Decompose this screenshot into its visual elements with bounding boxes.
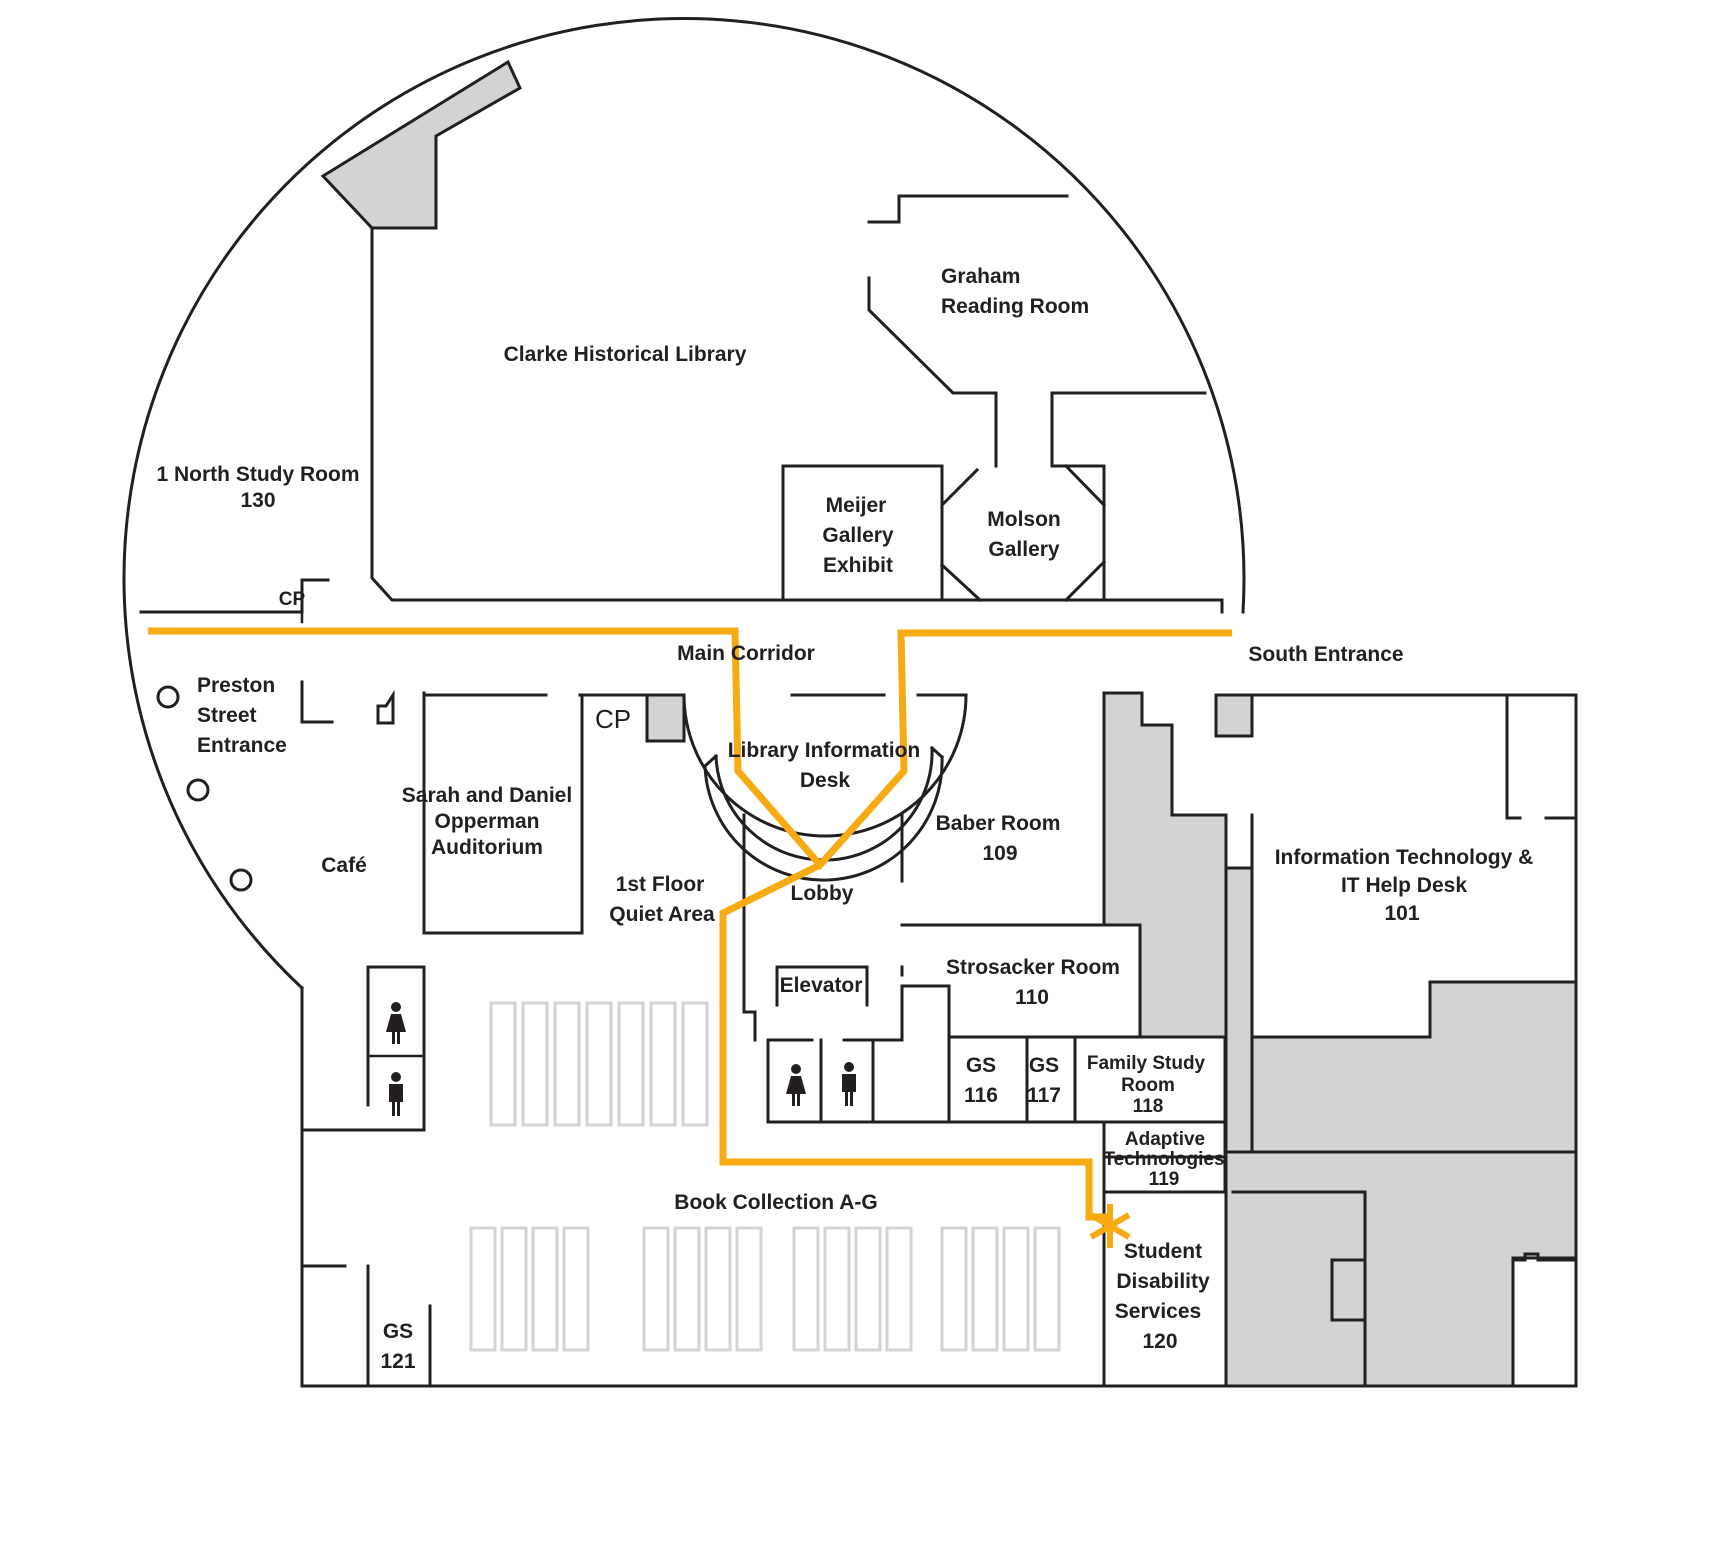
label-quiet-1: 1st Floor [616,873,705,896]
woman-restroom-icon [386,1002,406,1044]
label-sds-2: Disability [1116,1270,1210,1293]
walls [122,17,1578,1388]
label-strosacker-1: Strosacker Room [946,956,1120,979]
label-molson-1: Molson [987,508,1061,531]
label-cp-south: CP [595,704,631,734]
label-strosacker-2: 110 [1015,986,1049,1009]
asterisk-destination-icon [1089,1204,1131,1248]
label-gs117-1: GS [1029,1054,1059,1077]
label-graham-2: Reading Room [941,295,1089,318]
label-preston-3: Entrance [197,734,287,757]
label-sds-4: 120 [1142,1330,1177,1353]
label-molson-2: Gallery [988,538,1060,561]
label-north-study-1: 1 North Study Room [157,463,360,486]
label-family-1: Family Study [1087,1053,1206,1074]
label-clarke: Clarke Historical Library [504,343,747,366]
label-meijer-3: Exhibit [823,554,893,577]
label-opperman-3: Auditorium [431,836,543,859]
label-family-2: Room [1121,1075,1175,1096]
label-baber-2: 109 [982,842,1017,865]
label-cafe: Café [321,854,367,877]
label-gs121-2: 121 [380,1350,415,1373]
label-gs117-2: 117 [1027,1084,1061,1107]
label-elevator: Elevator [780,974,863,997]
label-adaptive-3: 119 [1149,1169,1180,1190]
label-north-study-2: 130 [240,489,275,512]
label-adaptive-2: Technologies [1103,1149,1224,1170]
preston-entrance-markers [156,685,253,892]
woman-restroom-icon [786,1064,806,1106]
label-info-desk-2: Desk [800,769,851,792]
label-gs116-1: GS [966,1054,996,1077]
label-south-entrance: South Entrance [1248,643,1403,666]
label-sds-3: Services [1115,1300,1201,1323]
label-sds-1: Student [1124,1240,1202,1263]
label-main-corridor: Main Corridor [677,642,815,665]
label-family-3: 118 [1133,1096,1164,1117]
man-restroom-icon [389,1072,403,1116]
label-info-desk-1: Library Information [728,739,921,762]
book-shelves [469,1001,1061,1352]
label-it-3: 101 [1384,902,1419,925]
label-meijer-1: Meijer [826,494,887,517]
label-preston-1: Preston [197,674,275,697]
label-opperman-1: Sarah and Daniel [402,784,572,807]
shaded-areas [320,59,1578,1388]
label-book-collection: Book Collection A-G [674,1191,877,1214]
label-gs121-1: GS [383,1320,413,1343]
label-graham-1: Graham [941,265,1020,288]
room-labels: Clarke Historical Library Graham Reading… [157,265,1534,1373]
label-gs116-2: 116 [964,1084,998,1107]
label-lobby: Lobby [791,882,854,905]
label-quiet-2: Quiet Area [609,903,715,926]
label-meijer-2: Gallery [822,524,894,547]
label-adaptive-1: Adaptive [1125,1129,1205,1150]
label-cp-north: CP [279,589,306,610]
label-preston-2: Street [197,704,257,727]
label-opperman-2: Opperman [434,810,539,833]
label-it-2: IT Help Desk [1341,874,1467,897]
label-baber-1: Baber Room [936,812,1061,835]
man-restroom-icon [842,1062,856,1106]
label-it-1: Information Technology & [1275,846,1534,869]
